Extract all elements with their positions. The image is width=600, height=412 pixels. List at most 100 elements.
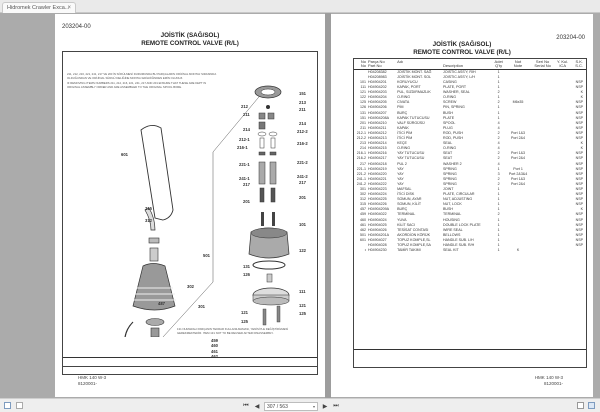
cell-sc: NSP — [575, 176, 583, 181]
cell-desc: HANDLE SUB. R/H — [443, 243, 475, 247]
cell-sc — [571, 248, 586, 253]
cell-desc: SEAT — [443, 156, 453, 161]
cell-note: K — [516, 248, 520, 253]
page-number-input[interactable]: 307 / 563 ▾ — [264, 401, 318, 411]
cell-sc: K — [580, 95, 583, 100]
cell-desc: PLATE, CIRCULAR — [443, 192, 475, 197]
cell-desc: NUT, LOCK — [443, 202, 462, 207]
callout-312: 312 — [145, 218, 152, 223]
cell-name: TOPUZ KOMPLE,SA — [397, 243, 431, 247]
cell-sc: NSP — [575, 212, 583, 217]
cell-name: YUVA — [397, 217, 407, 222]
cell-desc: O-RING — [443, 146, 456, 151]
cell-name: YAY — [397, 181, 404, 186]
prev-page-button[interactable]: ◀ — [254, 403, 260, 410]
status-bar: ⏮ ◀ 307 / 563 ▾ ▶ ⏭ — [0, 398, 600, 412]
cell-qty: 2 — [497, 151, 500, 156]
document-viewer[interactable]: 203204-00 JOİSTİK (SAĞ/SOL) REMOTE CONTR… — [0, 13, 600, 398]
cell-desc: CASING — [443, 80, 457, 84]
cell-part: H04904220 — [368, 171, 387, 176]
callout-221-2: 221-2 — [297, 160, 308, 165]
diagram-note-tr: 211, 212, 216, 221, 241, 217 VE 201'İN S… — [67, 72, 217, 80]
cell-qty: 1 — [497, 95, 500, 100]
page-right-parts-list: 203204-00 JOİSTİK (SAĞ/SOL) REMOTE CONTR… — [331, 14, 593, 397]
cell-name: YAY — [397, 171, 404, 176]
page-left-diagram: 203204-00 JOİSTİK (SAĞ/SOL) REMOTE CONTR… — [55, 14, 325, 397]
last-page-button[interactable]: ⏭ — [333, 402, 339, 409]
cell-sc: NSP — [575, 105, 583, 110]
next-page-button[interactable]: ▶ — [322, 403, 328, 410]
cell-sc: NSP — [575, 100, 583, 105]
cell-part: H04904201A — [368, 232, 389, 237]
cell-part: H04904218 — [368, 161, 387, 166]
cell-part: H04904222 — [368, 181, 387, 186]
cell-no: 111 — [360, 85, 366, 90]
page-title-tr: JOİSTİK (SAĞ/SOL) — [160, 32, 220, 39]
first-page-button[interactable]: ⏮ — [243, 402, 249, 409]
cell-desc: ROD, PUSH — [443, 130, 463, 135]
cell-no: 241-2 — [356, 181, 366, 186]
cell-note: M6x35 — [512, 100, 524, 105]
cell-part: H04904212 — [368, 130, 387, 135]
close-icon[interactable]: × — [67, 5, 71, 11]
cell-note: Port 2&4 — [511, 156, 526, 161]
callout-301: 301 — [198, 304, 205, 309]
cell-serial — [531, 248, 554, 253]
cell-desc: BUSH — [443, 207, 454, 212]
bookmarks-icon[interactable] — [16, 402, 23, 409]
cell-no: 301 — [360, 186, 366, 191]
cell-no: 302 — [360, 192, 366, 197]
cell-qty: 2 — [497, 176, 500, 181]
table-footer-divider — [354, 349, 586, 350]
page-title-en: REMOTE CONTROL VALVE (R/L) — [413, 49, 511, 56]
cell-sc: NSP — [575, 202, 583, 207]
cell-desc: SEAL KIT — [443, 248, 459, 253]
cell-part: H04904221 — [368, 176, 387, 181]
callout-212: 212 — [241, 104, 248, 109]
callout-211b: 211 — [243, 112, 250, 117]
cell-qty: 1 — [497, 243, 500, 247]
cell-qty: 1 — [497, 207, 500, 212]
cell-desc: JOISTIC ASS'Y, L/H — [443, 74, 475, 79]
cell-desc: WASHER 2 — [443, 161, 462, 166]
document-tab[interactable]: Hidromek Crawler Exca... × — [2, 2, 76, 13]
doc-number: 203204-00 — [556, 35, 585, 41]
page-navigation: ⏮ ◀ 307 / 563 ▾ ▶ ⏭ — [242, 401, 340, 411]
cell-note: Port 1 — [513, 166, 523, 171]
cell-part: H04904209A — [368, 207, 389, 212]
cell-part: H04904219 — [368, 166, 387, 171]
callout-201: 201 — [243, 199, 250, 204]
cell-desc: SPRING — [443, 171, 457, 176]
callout-214: 214 — [299, 121, 306, 126]
callout-459-462: 459460461462 — [211, 338, 218, 359]
col-description: Description — [443, 62, 464, 68]
cell-qty: 1 — [497, 248, 500, 253]
cell-sc: NSP — [575, 136, 583, 141]
cell-part: H04904206 — [368, 105, 387, 110]
chevron-down-icon[interactable]: ▾ — [312, 403, 315, 409]
single-page-view-icon[interactable] — [577, 402, 584, 409]
callout-221-1: 221-1 — [239, 162, 250, 167]
cell-no: 122 — [360, 95, 366, 100]
cell-name: YAY TUTUCUSU — [397, 156, 425, 161]
page-thumbnail-icon[interactable] — [4, 402, 11, 409]
page-title-en: REMOTE CONTROL VALVE (R/L) — [141, 40, 239, 47]
cell-part: H04208983 — [368, 74, 387, 79]
callout-241-1: 241-1 — [239, 176, 250, 181]
two-page-view-icon[interactable] — [588, 402, 595, 409]
